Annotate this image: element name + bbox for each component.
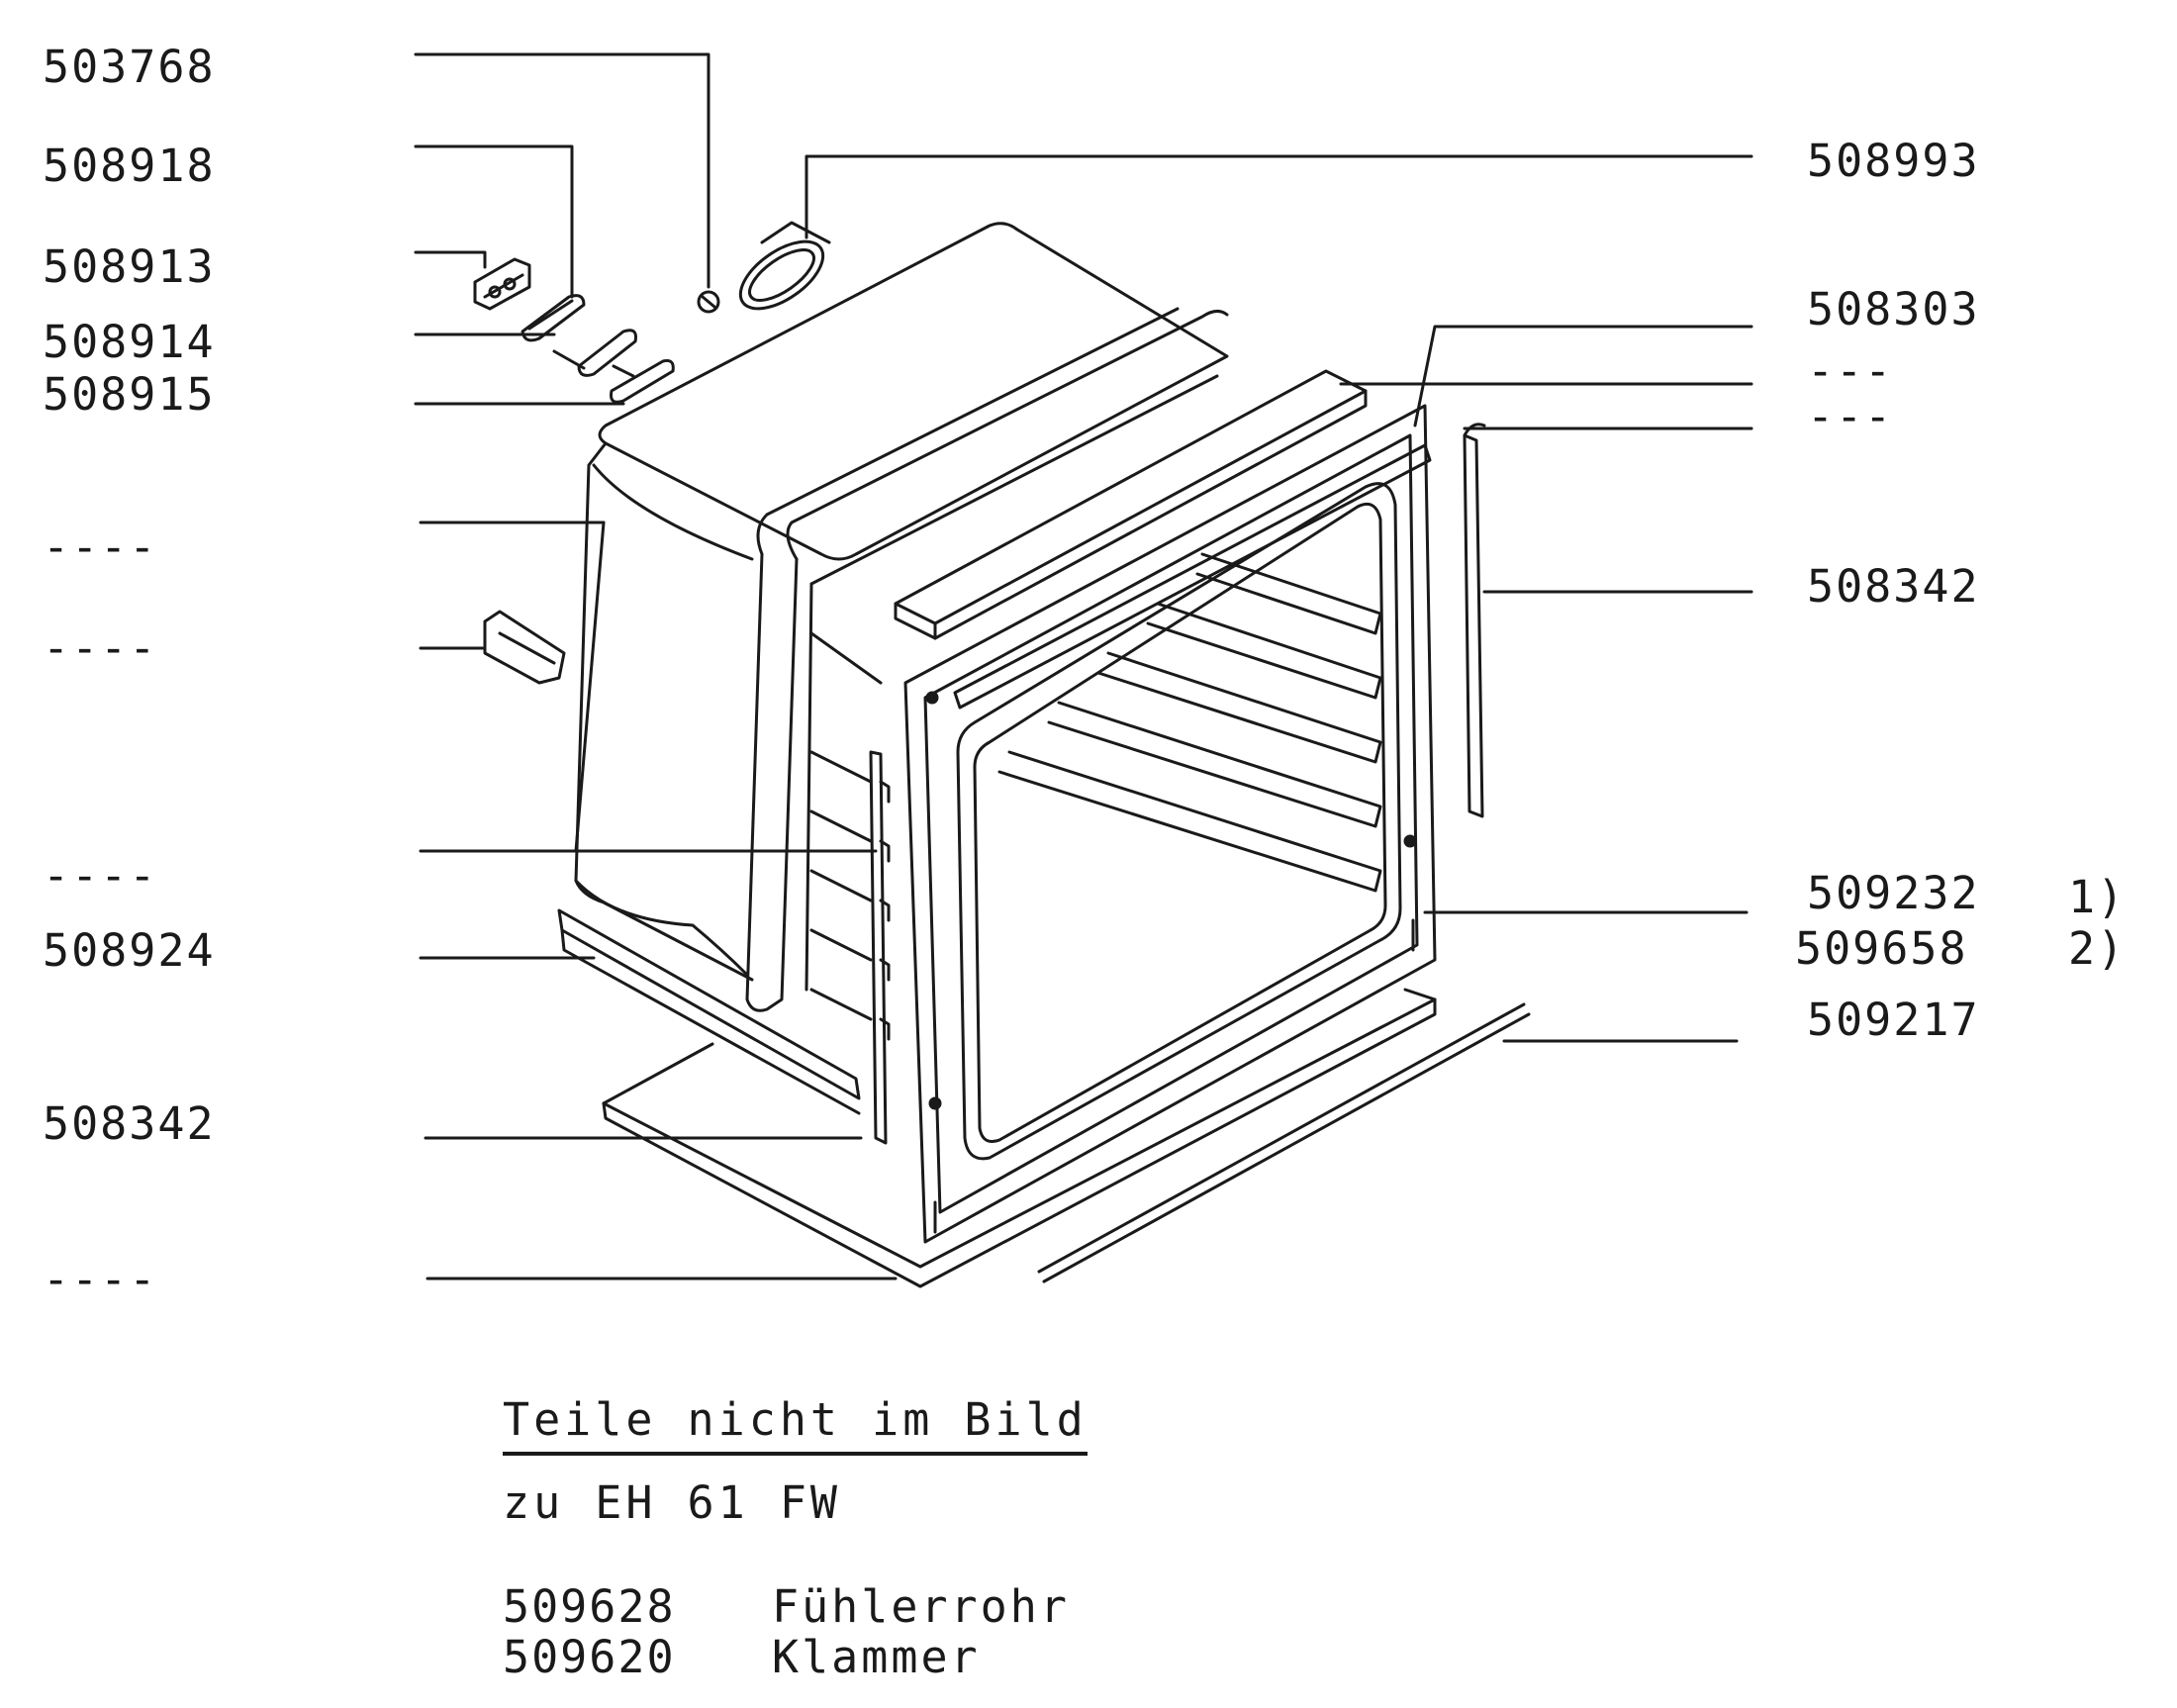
notes-subheading: zu EH 61 FW	[503, 1476, 842, 1529]
left-shelf-support	[809, 750, 891, 1145]
left-label-508918: 508918	[43, 140, 216, 192]
leader-lines-left	[414, 52, 898, 1281]
right-label-dash-2: ---	[1807, 390, 1894, 442]
left-label-dash-1: ----	[43, 521, 158, 573]
note-part-number: 509628	[503, 1580, 676, 1633]
bottom-rod	[1037, 1002, 1531, 1283]
right-shelf-support	[1463, 423, 1486, 818]
variant-mark-1: 1)	[2068, 871, 2127, 923]
note-part-number: 509620	[503, 1631, 676, 1683]
left-label-508924: 508924	[43, 924, 216, 977]
oven-housing	[574, 222, 1229, 1012]
top-bar	[894, 369, 1368, 640]
right-label-508303: 508303	[1807, 283, 1980, 335]
left-label-dash-3: ----	[43, 849, 158, 901]
bottom-pan	[602, 988, 1437, 1288]
left-label-dash-2: ----	[43, 621, 158, 674]
bottom-strip	[557, 908, 861, 1115]
small-parts	[473, 221, 831, 685]
right-label-dash-1: ---	[1807, 344, 1894, 397]
shelf-rails	[997, 552, 1382, 893]
leader-lines-right	[805, 154, 1753, 1043]
right-label-508342: 508342	[1807, 560, 1980, 613]
right-label-509217: 509217	[1807, 994, 1980, 1046]
left-label-508913: 508913	[43, 240, 216, 293]
left-label-508915: 508915	[43, 368, 216, 421]
notes-heading: Teile nicht im Bild	[503, 1393, 1088, 1456]
variant-mark-2: 2)	[2068, 922, 2127, 975]
left-label-508342: 508342	[43, 1097, 216, 1150]
note-part-name: Fühlerrohr	[772, 1580, 1070, 1633]
note-part-name: Klammer	[772, 1631, 981, 1683]
right-label-508993: 508993	[1807, 135, 1980, 187]
right-label-509232: 509232	[1807, 867, 1980, 919]
left-label-dash-4: ----	[43, 1253, 158, 1305]
left-label-508914: 508914	[43, 316, 216, 368]
left-label-503768: 503768	[43, 41, 216, 93]
front-frame	[903, 404, 1437, 1244]
right-label-509658: 509658	[1795, 922, 1968, 975]
